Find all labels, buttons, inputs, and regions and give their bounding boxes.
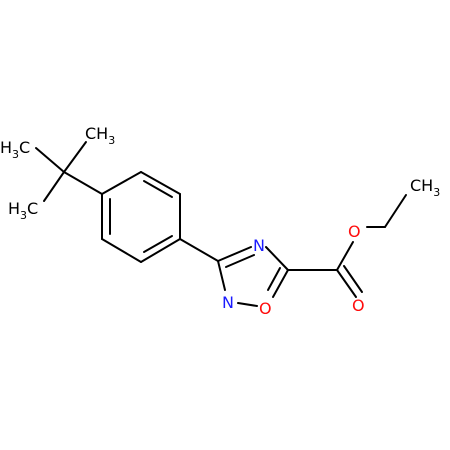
atom-label-h3c-lower: H3C bbox=[8, 199, 38, 222]
bond-n2-c3 bbox=[217, 260, 226, 291]
bond-tbu-methyl-top bbox=[63, 141, 87, 173]
bond-c5-o1 bbox=[272, 269, 289, 298]
bond-n4-c5 bbox=[265, 246, 289, 271]
bond-carbonyl-oester bbox=[336, 241, 354, 271]
atom-label-h3c-left: H3C bbox=[0, 138, 30, 161]
bond-c5-o1-double bbox=[267, 267, 281, 291]
bond-ring-2 bbox=[140, 171, 181, 195]
atom-label-ch3-top: CH3 bbox=[85, 124, 115, 147]
bond-c3-n4 bbox=[217, 246, 252, 262]
bond-ring-4 bbox=[140, 238, 181, 263]
atom-label-o-ring: O bbox=[259, 299, 272, 318]
bond-carbonyl-o-double-b bbox=[343, 265, 363, 293]
atom-label-ch3-ethyl: CH3 bbox=[410, 176, 440, 199]
bond-ch2-ch3 bbox=[384, 194, 407, 228]
bond-ring-5 bbox=[101, 238, 142, 263]
bond-carbonyl-o-double-a bbox=[336, 269, 357, 298]
bond-o1-n2 bbox=[237, 302, 258, 307]
bond-ring-inner-b bbox=[143, 235, 173, 253]
bond-tbu-methyl-left bbox=[35, 147, 65, 173]
bond-tbu-ring bbox=[63, 171, 103, 195]
atom-label-o-ester: O bbox=[348, 222, 361, 241]
atom-label-o-carbonyl: O bbox=[352, 296, 365, 315]
atom-label-n-ring-bottom: N bbox=[222, 293, 234, 312]
bond-c3-n4-double bbox=[225, 254, 255, 268]
bond-ring-1 bbox=[101, 171, 142, 195]
bond-tbu-methyl-lower bbox=[43, 171, 65, 202]
atom-label-n-ring-top: N bbox=[253, 236, 265, 255]
bond-aryl-oxadiazole bbox=[179, 238, 219, 262]
bond-ring-inner-a bbox=[143, 180, 173, 198]
